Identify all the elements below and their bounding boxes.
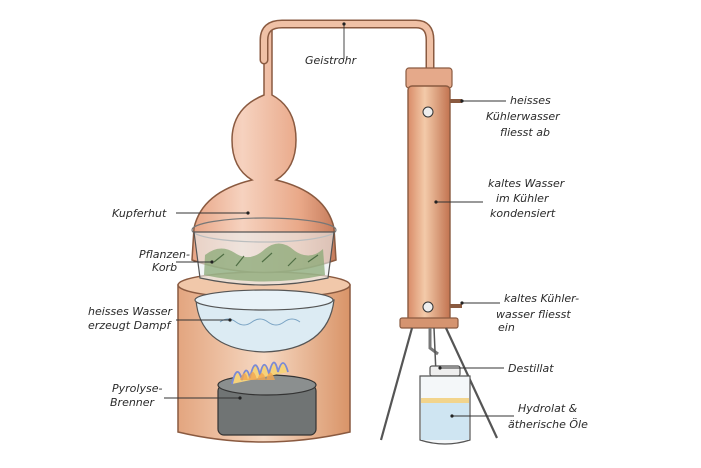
- burner: [217, 361, 317, 436]
- vapor-pipe: [259, 19, 435, 73]
- label-kuehlwasser-ab: heisses Kühlerwasser fliesst ab: [486, 94, 563, 139]
- plant-basket: [193, 231, 335, 286]
- water-bowl: [194, 289, 335, 353]
- label-pflanzenkorb: Pflanzen- Korb: [139, 248, 193, 274]
- condenser-column: [399, 67, 462, 356]
- label-kupferhut: Kupferhut: [112, 207, 167, 220]
- labels: Geistrohr Kupferhut Pflanzen- Korb heiss…: [88, 54, 588, 431]
- leader-lines: [164, 22, 514, 418]
- collecting-jar: [419, 365, 471, 445]
- label-kuehlwasser-ein: kaltes Kühler- wasser fliesst ein: [496, 292, 583, 334]
- label-geistrohr: Geistrohr: [305, 54, 358, 67]
- label-destillat: Destillat: [508, 362, 554, 375]
- label-heisses-wasser: heisses Wasser erzeugt Dampf: [88, 305, 176, 332]
- label-kondensiert: kaltes Wasser im Kühler kondensiert: [488, 177, 568, 220]
- label-hydrolat: Hydrolat & ätherische Öle: [508, 402, 588, 431]
- label-brenner: Pyrolyse- Brenner: [110, 382, 166, 409]
